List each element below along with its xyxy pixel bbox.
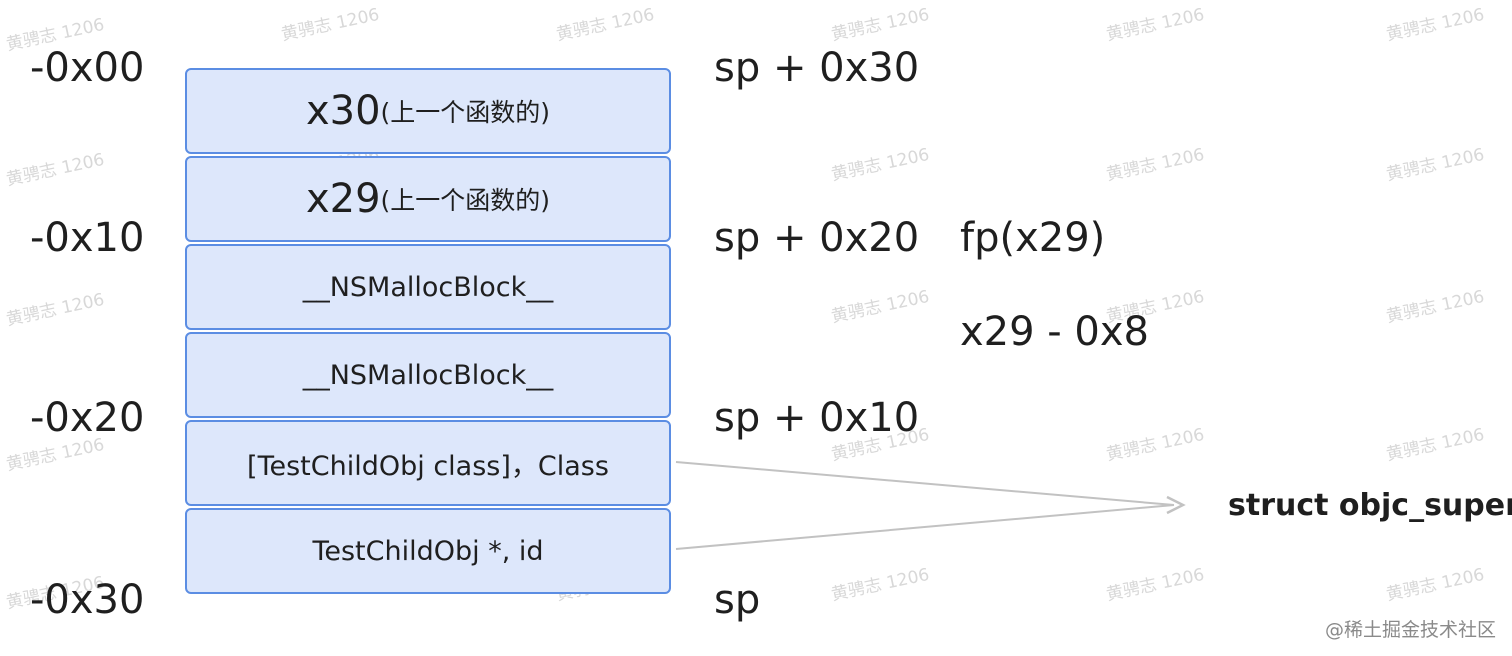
- watermark-text: 黄骋志 1206: [1384, 564, 1487, 606]
- fp-label: fp(x29): [960, 215, 1106, 261]
- sp-label-0x10: sp + 0x10: [714, 395, 920, 441]
- watermark-text: 黄骋志 1206: [829, 564, 932, 606]
- watermark-text: 黄骋志 1206: [1104, 564, 1207, 606]
- watermark-text: 黄骋志 1206: [1104, 424, 1207, 466]
- slot-note: (上一个函数的): [380, 186, 551, 215]
- source-credit: @稀土掘金技术社区: [1324, 619, 1496, 641]
- watermark-text: 黄骋志 1206: [1384, 286, 1487, 328]
- arrow-class-to-struct: [675, 461, 1175, 506]
- stack-frame: x30(上一个函数的) x29(上一个函数的) __NSMallocBlock_…: [185, 68, 671, 596]
- offset-label-0x20: -0x20: [30, 395, 145, 441]
- watermark-text: 黄骋志 1206: [279, 4, 382, 46]
- watermark-text: 黄骋志 1206: [1384, 144, 1487, 186]
- offset-label-0x30: -0x30: [30, 577, 145, 623]
- watermark-text: 黄骋志 1206: [829, 144, 932, 186]
- offset-label-0x00: -0x00: [30, 45, 145, 91]
- watermark-text: 黄骋志 1206: [1384, 4, 1487, 46]
- slot-text: TestChildObj *, id: [312, 535, 544, 567]
- slot-register: x30: [305, 88, 381, 134]
- sp-label-0x30: sp + 0x30: [714, 45, 920, 91]
- stack-slot-class: [TestChildObj class]，Class: [185, 420, 671, 506]
- watermark-text: 黄骋志 1206: [4, 149, 107, 191]
- stack-slot-x29: x29(上一个函数的): [185, 156, 671, 242]
- stack-slot-id: TestChildObj *, id: [185, 508, 671, 594]
- stack-slot-block-2: __NSMallocBlock__: [185, 332, 671, 418]
- watermark-text: 黄骋志 1206: [1104, 4, 1207, 46]
- arrow-id-to-struct: [675, 504, 1175, 550]
- stack-slot-x30: x30(上一个函数的): [185, 68, 671, 154]
- watermark-text: 黄骋志 1206: [554, 4, 657, 46]
- watermark-text: 黄骋志 1206: [829, 286, 932, 328]
- watermark-text: 黄骋志 1206: [829, 4, 932, 46]
- watermark-text: 黄骋志 1206: [1384, 424, 1487, 466]
- struct-objc-super-label: struct objc_super: [1228, 488, 1512, 523]
- fp-offset-label: x29 - 0x8: [960, 309, 1150, 355]
- stack-slot-block-1: __NSMallocBlock__: [185, 244, 671, 330]
- offset-label-0x10: -0x10: [30, 215, 145, 261]
- watermark-text: 黄骋志 1206: [4, 289, 107, 331]
- arrowhead-icon: [1166, 495, 1186, 515]
- slot-text: [TestChildObj class]，Class: [247, 450, 609, 482]
- sp-label: sp: [714, 577, 761, 623]
- sp-label-0x20: sp + 0x20: [714, 215, 920, 261]
- slot-register: x29: [305, 176, 381, 222]
- watermark-text: 黄骋志 1206: [1104, 144, 1207, 186]
- slot-text: __NSMallocBlock__: [302, 271, 554, 303]
- slot-note: (上一个函数的): [380, 98, 551, 127]
- slot-text: __NSMallocBlock__: [302, 359, 554, 391]
